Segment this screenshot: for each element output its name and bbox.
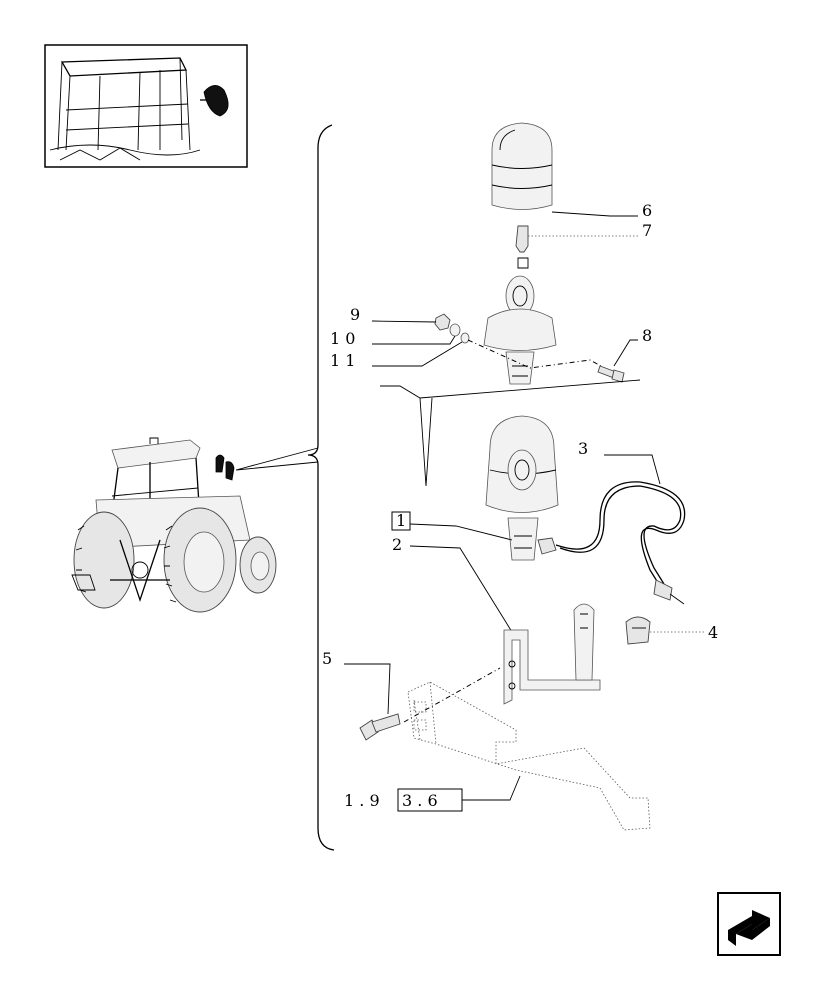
callout-1-box [391, 511, 411, 531]
tractor-cab-thumbnail-icon[interactable] [44, 44, 248, 168]
callout-2: 2 [392, 535, 402, 554]
complete-beacon-part [485, 415, 559, 561]
callout-1: 1 [396, 511, 406, 530]
assembly-bracket [307, 124, 335, 851]
callout-10: 1 0 [330, 329, 355, 348]
callout-8-leader [613, 339, 638, 367]
callout-6-leader [551, 211, 638, 217]
callout-1-leader [409, 523, 513, 541]
mounting-bolt-part-8 [597, 365, 625, 383]
reference-box [397, 788, 463, 812]
callout-8: 8 [642, 326, 652, 345]
mounting-bracket-part [503, 603, 601, 705]
bracket-bolt-axis [403, 667, 501, 723]
upper-beacon-assembly [483, 275, 557, 385]
callout-11-leader [372, 341, 463, 367]
next-page-arrow-icon[interactable] [717, 892, 781, 956]
callout-5: 5 [322, 649, 332, 668]
bulb-part [515, 225, 529, 269]
callout-2-leader [409, 545, 513, 633]
reference-boxed-value: 3 . 6 [402, 791, 438, 810]
callout-7: 7 [642, 221, 652, 240]
callout-9: 9 [350, 305, 360, 324]
callout-6: 6 [642, 201, 652, 220]
lens-cover-part [491, 122, 553, 210]
bracket-bolt-part-5 [359, 713, 401, 741]
callout-3: 3 [578, 439, 588, 458]
callout-3-leader [604, 454, 661, 485]
tractor-overview-drawing [71, 437, 277, 613]
callout-5-leader [344, 663, 391, 715]
reference-prefix: 1 . 9 [344, 791, 380, 810]
cab-pillar-phantom [407, 681, 651, 831]
power-cable-part [555, 481, 686, 605]
reference-leader [462, 775, 521, 801]
callout-11: 1 1 [330, 351, 355, 370]
callout-10-leader [372, 335, 456, 345]
detail-pointer [380, 379, 641, 487]
bolt-axis-dashed [467, 339, 613, 373]
cable-clip-part [625, 616, 651, 645]
nut-washer-set [434, 313, 470, 344]
callout-4: 4 [708, 623, 718, 642]
overview-leader-line [235, 447, 319, 471]
callout-9-leader [371, 320, 437, 323]
